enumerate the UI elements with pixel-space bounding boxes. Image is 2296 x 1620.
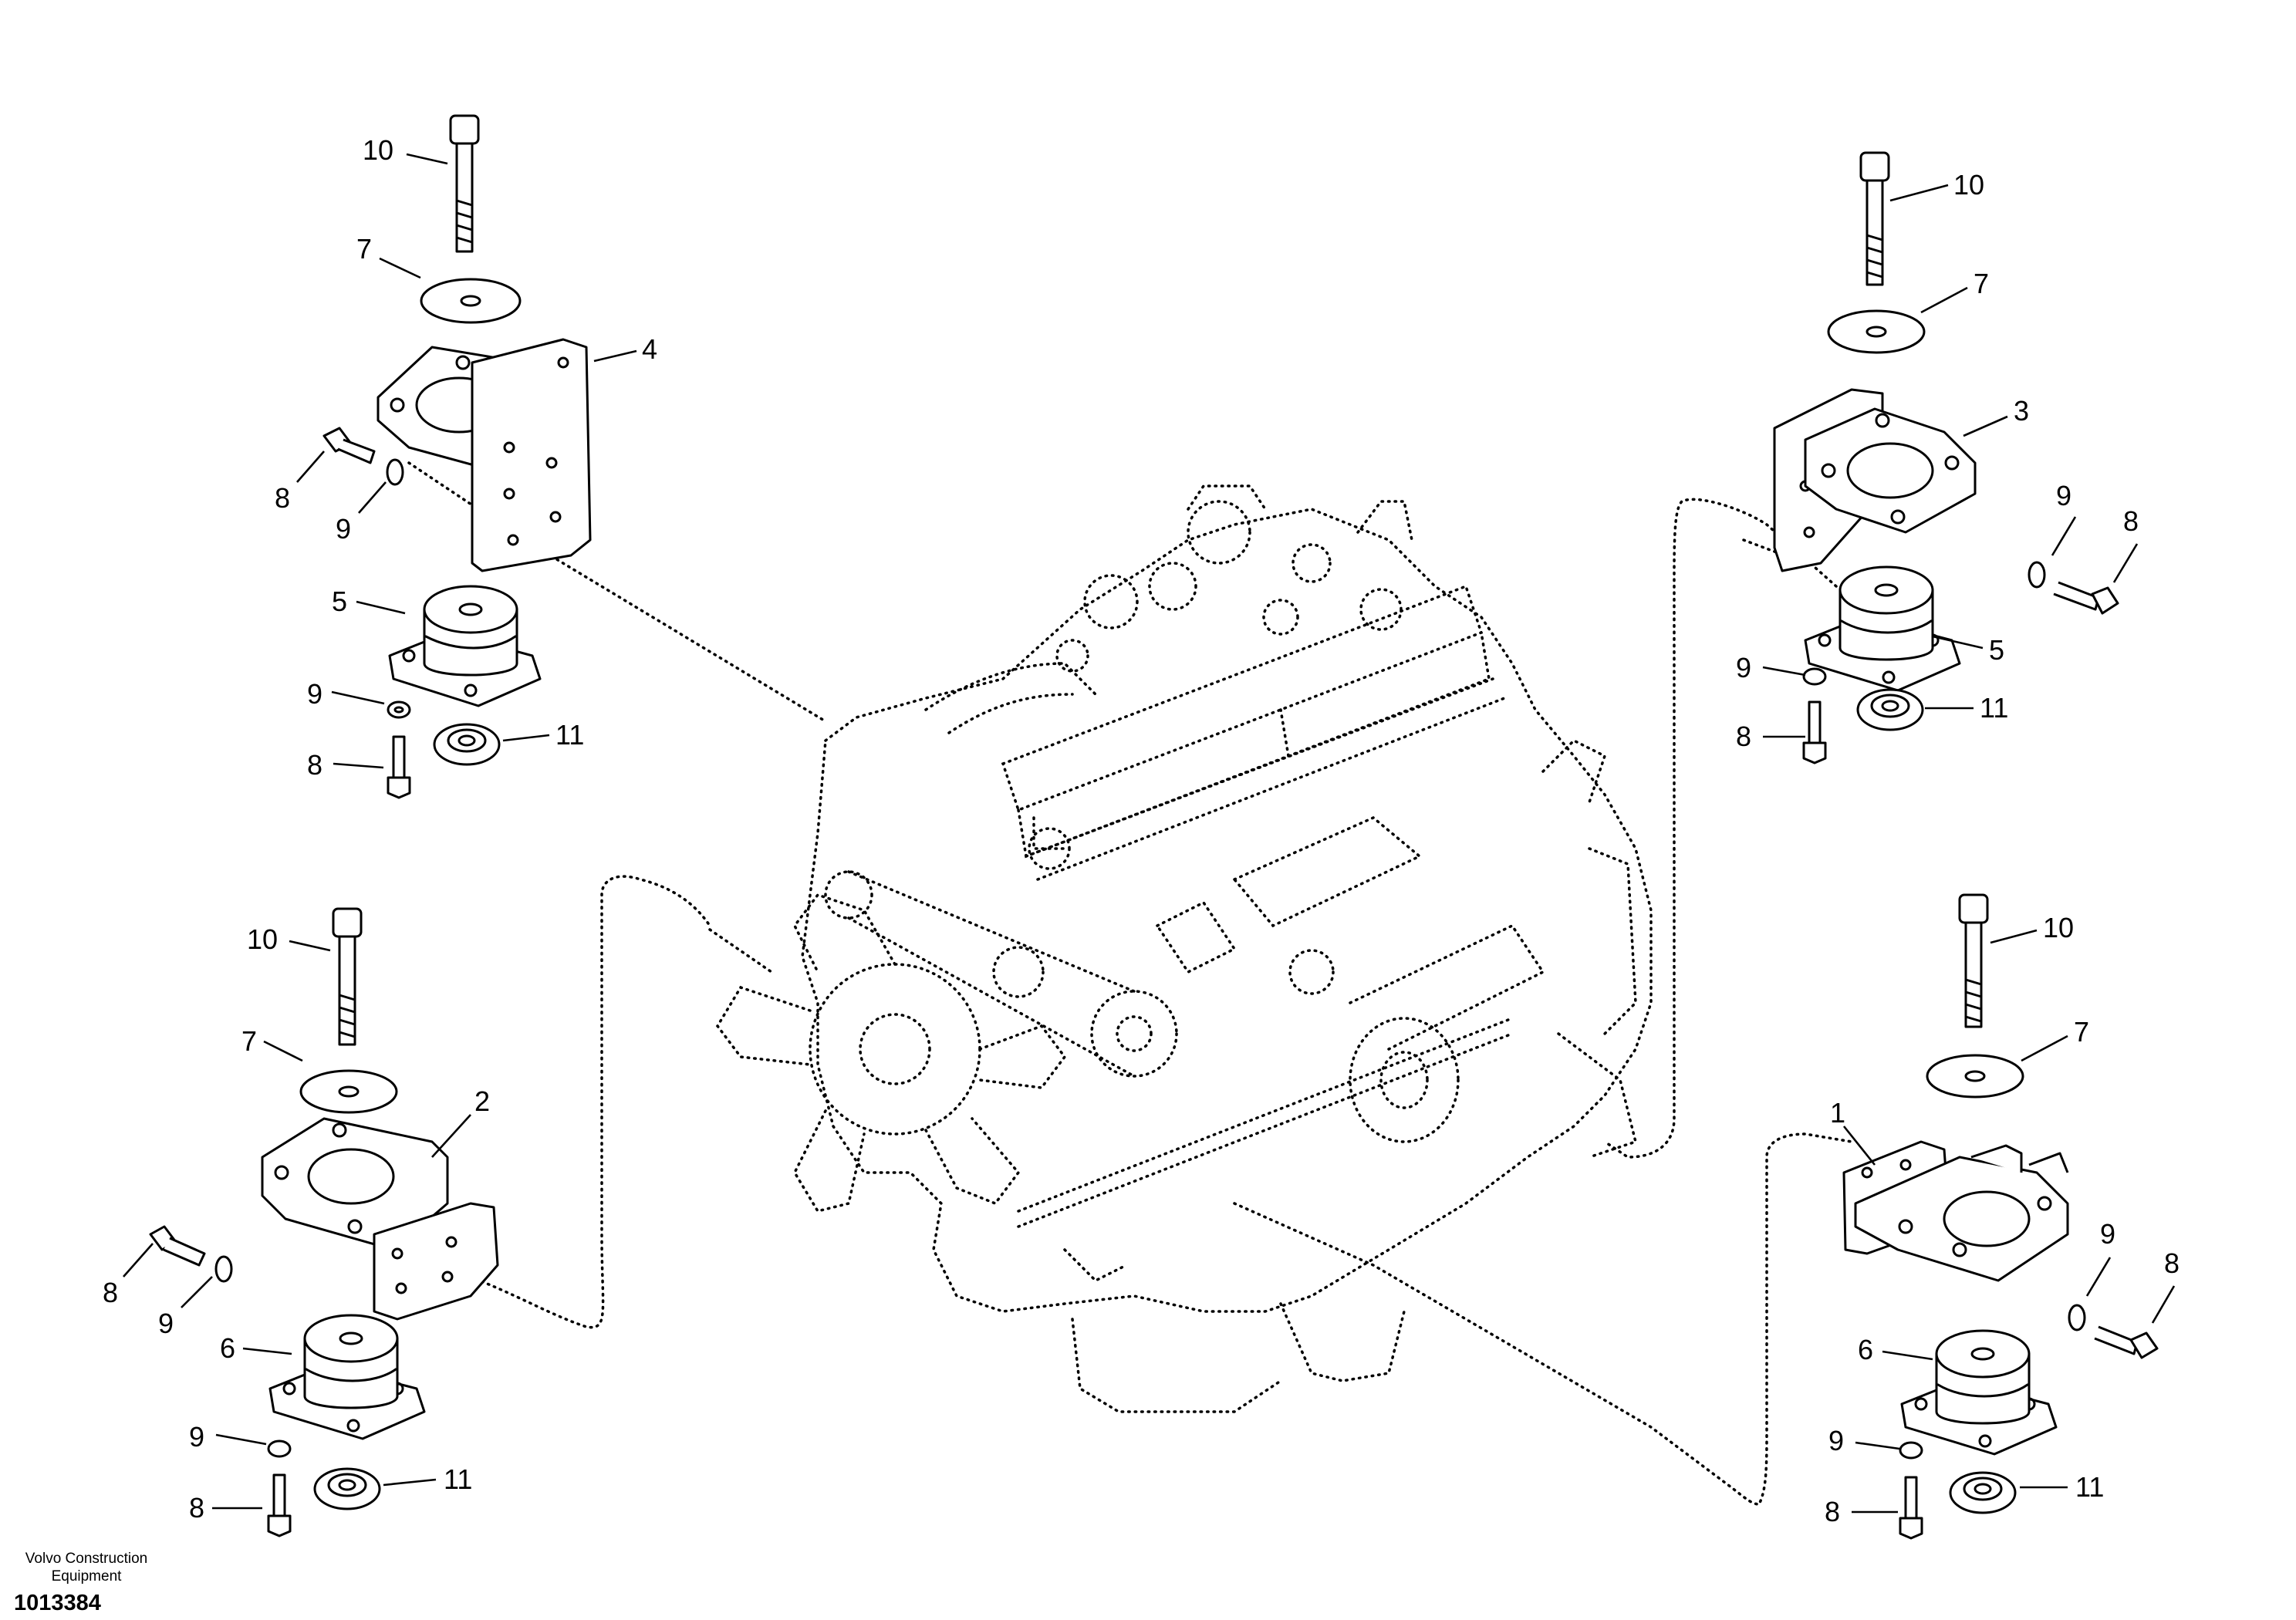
callout-8: 8 — [103, 1277, 118, 1308]
spacer-11-b — [313, 1467, 381, 1510]
callout-5: 5 — [332, 586, 347, 617]
screw-8-a — [322, 427, 376, 464]
washer-7-c — [1827, 309, 1926, 354]
lock-washer-9-a — [386, 458, 404, 486]
bracket-3 — [1773, 388, 1977, 572]
callout-6: 6 — [1858, 1334, 1873, 1365]
spacer-11-d — [1949, 1471, 2017, 1514]
footer: Volvo Construction Equipment 1013384 — [14, 1551, 147, 1615]
callout-3: 3 — [2014, 395, 2029, 427]
callout-10: 10 — [247, 923, 278, 955]
engine-assembly — [708, 484, 1653, 1382]
brand-line-1: Volvo Construction — [25, 1551, 147, 1567]
fan — [708, 893, 1067, 1213]
callout-11: 11 — [1980, 692, 2008, 724]
callout-8: 8 — [2123, 505, 2139, 537]
bolt-10 — [449, 114, 480, 253]
callout-9: 9 — [1828, 1425, 1844, 1456]
callout-8: 8 — [307, 749, 322, 781]
brand-line-2: Equipment — [52, 1568, 123, 1585]
screw-8-c — [149, 1225, 206, 1267]
callout-5: 5 — [1989, 634, 2004, 666]
bolt-10-d — [1958, 893, 1989, 1028]
lock-washer-9-e — [2028, 561, 2046, 589]
callouts: 10 7 4 8 9 5 9 8 11 10 7 2 8 9 6 9 8 11 … — [103, 134, 2180, 1527]
lock-washer-9-g — [2068, 1304, 2086, 1331]
bolt-10-c — [1859, 151, 1890, 286]
document-number: 1013384 — [14, 1591, 101, 1615]
washer-7-d — [1926, 1054, 2024, 1099]
callout-10: 10 — [1953, 169, 1984, 201]
screw-8-f — [1802, 700, 1827, 764]
bracket-1 — [1842, 1140, 2069, 1282]
callout-11: 11 — [444, 1463, 472, 1495]
bracket-2 — [261, 1117, 499, 1321]
callout-11: 11 — [555, 719, 584, 751]
mount-group-rear-left — [149, 907, 499, 1537]
lock-washer-9-h — [1899, 1441, 1923, 1460]
callout-10: 10 — [2043, 912, 2074, 943]
callout-7: 7 — [2074, 1016, 2089, 1048]
screw-8-b — [387, 735, 411, 799]
callout-8: 8 — [2164, 1247, 2180, 1279]
mount-group-front-right — [1773, 151, 2119, 764]
callout-7: 7 — [241, 1025, 257, 1057]
spacer-11-c — [1856, 688, 1924, 731]
callout-7: 7 — [1974, 268, 1989, 299]
rubber-mount-6-a — [268, 1314, 426, 1440]
callout-10: 10 — [363, 134, 393, 166]
callout-8: 8 — [1825, 1496, 1840, 1527]
callout-6: 6 — [220, 1332, 235, 1364]
screw-8-e — [2053, 581, 2119, 615]
leader-lines — [123, 153, 2176, 1514]
callout-8: 8 — [1736, 721, 1751, 752]
callout-9: 9 — [336, 513, 351, 545]
callout-9: 9 — [2056, 480, 2071, 511]
callout-9: 9 — [189, 1421, 204, 1453]
spacer-11-a — [433, 723, 501, 766]
callout-9: 9 — [307, 678, 322, 710]
rubber-mount-5-a — [388, 585, 542, 707]
callout-11: 11 — [2075, 1471, 2104, 1503]
screw-8-h — [1899, 1476, 1923, 1540]
rubber-mount-6-b — [1900, 1329, 2058, 1456]
lock-washer-9-b — [387, 700, 411, 719]
callout-8: 8 — [275, 482, 290, 514]
mount-group-front-left — [322, 114, 592, 799]
callout-9: 9 — [1736, 652, 1751, 683]
rubber-mount-5-b — [1804, 565, 1961, 692]
screw-8-d — [267, 1473, 292, 1537]
bracket-4 — [376, 338, 592, 572]
lock-washer-9-f — [1802, 667, 1827, 686]
callout-7: 7 — [356, 233, 372, 265]
callout-9: 9 — [2100, 1218, 2115, 1250]
bolt-10-b — [332, 907, 363, 1046]
lock-washer-9-c — [214, 1255, 233, 1283]
callout-9: 9 — [158, 1308, 174, 1339]
lock-washer-9-d — [267, 1439, 292, 1458]
washer-7 — [420, 278, 522, 324]
callout-8: 8 — [189, 1492, 204, 1524]
callout-1: 1 — [1830, 1097, 1845, 1129]
screw-8-g — [2094, 1325, 2159, 1359]
washer-7-b — [299, 1069, 398, 1114]
callout-2: 2 — [474, 1085, 490, 1117]
callout-4: 4 — [642, 333, 657, 365]
mount-group-rear-right — [1842, 893, 2159, 1540]
